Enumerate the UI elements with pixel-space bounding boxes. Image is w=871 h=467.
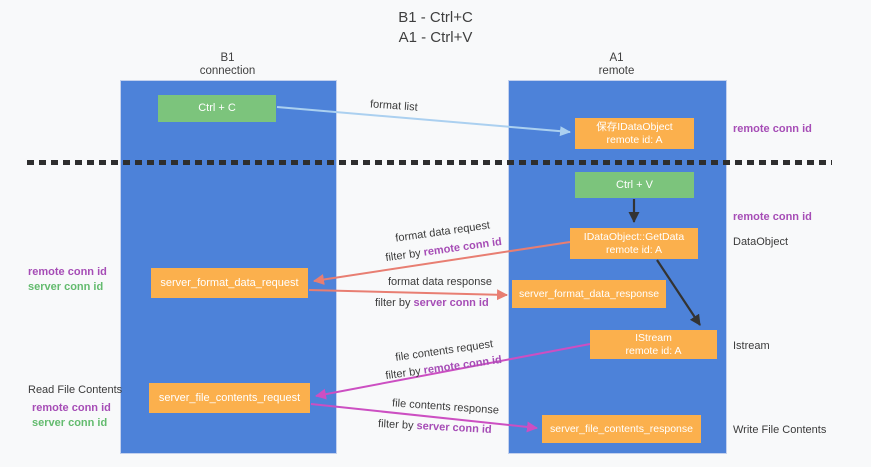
node-ctrl-c: Ctrl + C — [158, 95, 276, 122]
lane-a1-name: A1 — [609, 52, 624, 64]
node-server-file-contents-response-label: server_file_contents_response — [549, 422, 693, 435]
lane-b1-sub: connection — [199, 65, 256, 77]
node-getdata-line1: IDataObject::GetData — [583, 230, 685, 243]
filter-server-conn-id-1: server conn id — [413, 297, 489, 309]
label-remote-conn-id-top: remote conn id — [733, 123, 812, 135]
diagram-title: B1 - Ctrl+C A1 - Ctrl+V — [0, 8, 871, 48]
node-server-format-data-response: server_format_data_response — [512, 280, 666, 308]
filter-server-conn-id-2: server conn id — [416, 420, 492, 436]
label-format-list: format list — [369, 98, 419, 114]
lane-header-a1: A1 remote — [508, 52, 725, 78]
lane-b1-name: B1 — [220, 52, 235, 64]
node-server-file-contents-request: server_file_contents_request — [149, 383, 310, 413]
node-save-idataobject-line1: 保存IDataObject — [596, 120, 673, 133]
node-istream: IStream remote id: A — [590, 330, 717, 359]
lane-header-b1: B1 connection — [120, 52, 335, 78]
node-istream-line2: remote id: A — [625, 344, 682, 357]
node-istream-line1: IStream — [635, 331, 672, 344]
label-istream: Istream — [733, 340, 770, 352]
filter-by-text-3: filter by — [384, 364, 425, 383]
label-format-data-response: format data response — [388, 276, 492, 288]
label-left-remote-conn-id-2: remote conn id — [32, 402, 111, 414]
filter-by-text-2: filter by — [375, 297, 414, 309]
node-ctrl-v: Ctrl + V — [575, 172, 694, 198]
label-left-server-conn-id-2: server conn id — [32, 417, 108, 429]
lane-a1-sub: remote — [598, 65, 635, 77]
label-filter-by-server-1: filter by server conn id — [375, 297, 489, 309]
filter-by-text-1: filter by — [384, 246, 425, 265]
filter-by-text-4: filter by — [377, 418, 417, 433]
node-server-format-data-request-label: server_format_data_request — [160, 276, 299, 289]
node-server-file-contents-request-label: server_file_contents_request — [158, 391, 301, 404]
node-ctrl-c-label: Ctrl + C — [198, 102, 236, 114]
node-ctrl-v-label: Ctrl + V — [616, 178, 653, 191]
label-left-remote-conn-id-1: remote conn id — [28, 266, 107, 278]
title-line-1: B1 - Ctrl+C — [398, 9, 473, 26]
arrow-format-data-response — [308, 289, 508, 301]
node-server-format-data-request: server_format_data_request — [151, 268, 308, 298]
title-line-2: A1 - Ctrl+V — [398, 29, 473, 46]
label-read-file-contents: Read File Contents — [28, 384, 123, 396]
filter-remote-conn-id-1: remote conn id — [422, 235, 503, 259]
node-save-idataobject-line2: remote id: A — [606, 133, 663, 146]
node-server-format-data-response-label: server_format_data_response — [518, 287, 660, 300]
label-dataobject: DataObject — [733, 236, 789, 248]
phase-separator-dashed-line — [27, 160, 832, 165]
node-getdata-line2: remote id: A — [605, 243, 663, 256]
node-server-file-contents-response: server_file_contents_response — [542, 415, 701, 443]
label-file-contents-response: file contents response — [391, 397, 500, 417]
label-filter-by-server-2: filter by server conn id — [378, 418, 492, 436]
label-remote-conn-id-mid: remote conn id — [733, 211, 812, 223]
node-idataobject-getdata: IDataObject::GetData remote id: A — [570, 228, 698, 259]
label-left-server-conn-id-1: server conn id — [28, 281, 104, 293]
node-save-idataobject: 保存IDataObject remote id: A — [575, 118, 694, 149]
label-write-file-contents: Write File Contents — [733, 424, 827, 436]
